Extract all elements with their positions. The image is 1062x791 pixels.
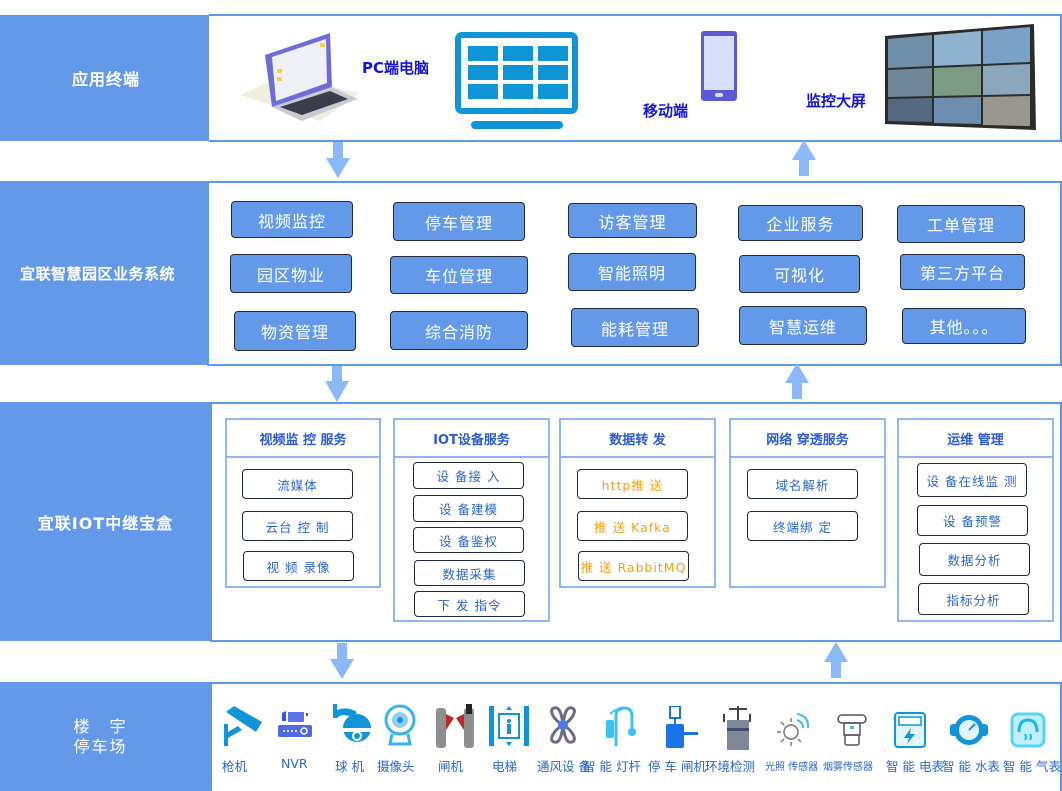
terminal-label-pc: PC端电脑	[362, 59, 430, 77]
layer-label-iot: 宜联IOT中继宝盒	[0, 402, 211, 641]
dome-camera-icon	[333, 704, 371, 742]
webcam-icon	[384, 704, 416, 746]
service-item-device-modeling[interactable]: 设 备建模	[413, 495, 524, 522]
service-item-ptz-control[interactable]: 云台 控 制	[242, 511, 353, 541]
service-item-rabbitmq-push[interactable]: 推 送 RabbitMQ	[578, 551, 689, 581]
device-label-nvr: NVR	[281, 756, 308, 771]
electric-meter-icon	[894, 712, 926, 748]
device-label-webcam: 摄像头	[377, 759, 415, 774]
arrow-up-icon	[785, 363, 809, 399]
device-label-ventilation: 通风设 备	[537, 759, 591, 774]
laptop-icon	[240, 25, 360, 123]
biz-module-visitor[interactable]: 访客管理	[568, 203, 697, 238]
service-item-device-alert[interactable]: 设 备预警	[917, 505, 1028, 536]
biz-module-parking-space[interactable]: 车位管理	[390, 256, 528, 294]
biz-module-visualization[interactable]: 可视化	[739, 255, 860, 293]
biz-module-smart-lighting[interactable]: 智能照明	[568, 253, 696, 291]
device-label-parking-barrier: 停 车 闸机	[648, 759, 706, 774]
service-item-device-access[interactable]: 设 备接 入	[413, 462, 524, 489]
service-item-streaming[interactable]: 流媒体	[242, 469, 353, 499]
biz-module-smart-ops[interactable]: 智慧运维	[739, 306, 867, 345]
biz-module-third-party[interactable]: 第三方平台	[900, 254, 1025, 290]
light-sensor-icon	[777, 713, 809, 746]
arrow-up-icon	[792, 140, 816, 176]
service-column-title: 视频监 控 服务	[225, 418, 381, 458]
layer-label-terminal: 应用终端	[0, 15, 212, 141]
arrow-down-icon	[326, 142, 350, 178]
device-label-dome-camera: 球 机	[335, 759, 364, 774]
elevator-icon	[489, 706, 529, 746]
service-item-http-push[interactable]: http推 送	[577, 469, 688, 499]
terminal-label-video-wall: 监控大屏	[806, 92, 867, 110]
service-item-data-collection[interactable]: 数据采集	[414, 560, 525, 586]
service-column-title: IOT设备服务	[393, 418, 550, 458]
biz-module-property[interactable]: 园区物业	[230, 254, 352, 293]
service-item-send-command[interactable]: 下 发 指令	[414, 591, 525, 617]
biz-module-parking[interactable]: 停车管理	[393, 202, 525, 241]
arrow-up-icon	[824, 642, 848, 678]
service-column-title: 数据转 发	[559, 418, 716, 458]
device-label-smoke-sensor: 烟雾传感器	[823, 762, 873, 773]
device-label-electric-meter: 智 能 电表	[886, 759, 944, 774]
turnstile-icon	[436, 704, 474, 748]
biz-module-work-order[interactable]: 工单管理	[897, 205, 1025, 243]
service-column-network-penetration: 网络 穿透服务	[729, 418, 886, 588]
device-label-water-meter: 智 能 水表	[942, 759, 1000, 774]
layer-label-line: 楼 宇	[73, 716, 128, 736]
mobile-phone-icon	[700, 30, 738, 102]
device-label-bullet-camera: 枪机	[222, 759, 248, 774]
parking-barrier-icon	[666, 706, 698, 748]
terminal-label-mobile: 移动端	[643, 102, 689, 120]
service-item-data-analysis[interactable]: 数据分析	[919, 543, 1030, 576]
biz-module-energy[interactable]: 能耗管理	[571, 308, 699, 347]
biz-module-others[interactable]: 其他。。。	[902, 308, 1026, 344]
device-label-turnstile: 闸机	[438, 759, 464, 774]
device-label-streetlight: 智 能 灯杆	[583, 759, 641, 774]
service-item-kafka-push[interactable]: 推 送 Kafka	[577, 511, 688, 541]
monitor-icon	[455, 32, 579, 132]
fan-icon	[550, 706, 576, 744]
smoke-sensor-icon	[837, 714, 867, 746]
bullet-camera-icon	[224, 706, 262, 746]
device-label-light-sensor: 光照 传感器	[765, 762, 819, 773]
service-item-device-auth[interactable]: 设 备鉴权	[413, 527, 524, 553]
service-item-online-monitor[interactable]: 设 备在线监 测	[917, 463, 1027, 497]
service-item-metric-analysis[interactable]: 指标分析	[918, 583, 1029, 615]
layer-label-devices: 楼 宇 停车场	[0, 682, 211, 791]
biz-module-fire-protection[interactable]: 综合消防	[390, 311, 528, 350]
layer-label-line: 停车场	[73, 736, 128, 756]
service-item-video-recording[interactable]: 视 频 录像	[243, 551, 354, 581]
water-meter-icon	[950, 715, 988, 745]
arrow-down-icon	[325, 366, 349, 402]
device-label-elevator: 电梯	[492, 759, 518, 774]
device-label-gas-meter: 智 能 气表	[1003, 759, 1061, 774]
biz-module-video-monitoring[interactable]: 视频监控	[231, 201, 353, 238]
smart-streetlight-icon	[606, 706, 636, 746]
service-item-domain-resolve[interactable]: 域名解析	[747, 469, 858, 499]
service-column-title: 运维 管理	[897, 418, 1054, 458]
arrow-down-icon	[330, 643, 354, 679]
gas-meter-icon	[1010, 712, 1046, 748]
layer-label-business: 宜联智慧园区业务系统	[0, 181, 209, 365]
biz-module-enterprise-service[interactable]: 企业服务	[738, 205, 863, 241]
environment-monitor-icon	[723, 706, 751, 750]
biz-module-materials[interactable]: 物资管理	[234, 311, 356, 351]
service-column-title: 网络 穿透服务	[729, 418, 886, 458]
nvr-icon	[278, 711, 312, 737]
device-label-environment: 环境检测	[705, 759, 756, 774]
service-item-terminal-binding[interactable]: 终端绑 定	[747, 511, 858, 541]
video-wall-icon	[882, 22, 1040, 132]
